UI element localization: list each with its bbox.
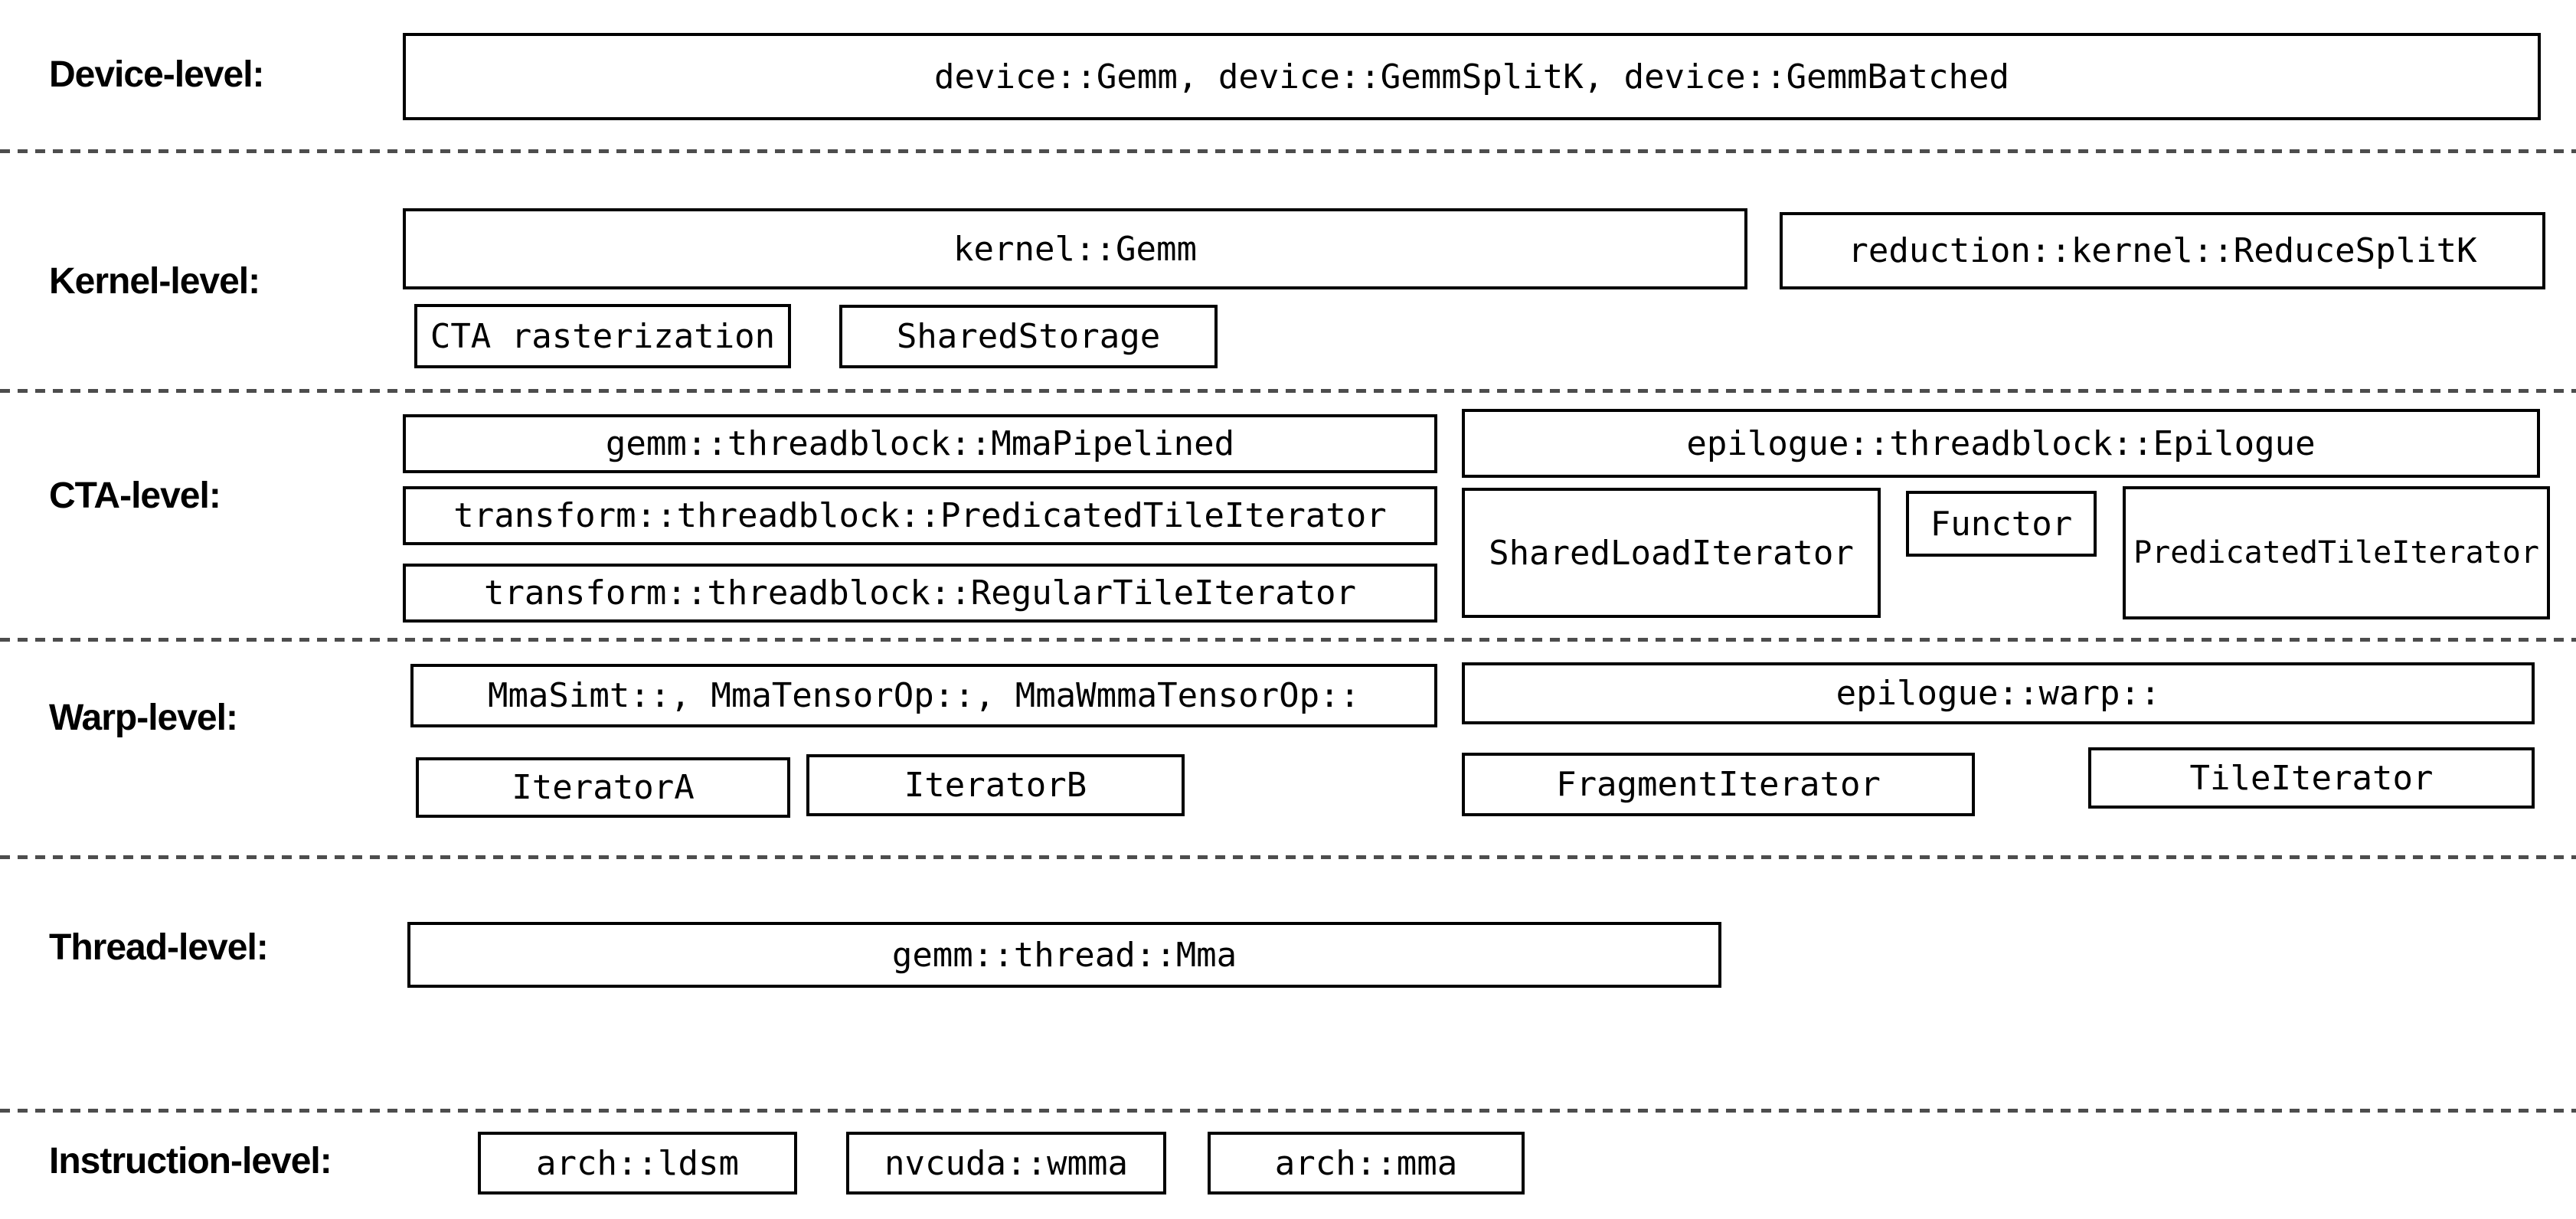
tile-iterator-box: TileIterator bbox=[2088, 747, 2535, 809]
epilogue-warp-box: epilogue::warp:: bbox=[1462, 662, 2535, 724]
shared-storage-box: SharedStorage bbox=[839, 305, 1218, 368]
shared-load-iterator-box: SharedLoadIterator bbox=[1462, 488, 1881, 618]
cta-level-label: CTA-level: bbox=[49, 476, 221, 516]
divider-cta-warp bbox=[0, 638, 2576, 642]
device-gemm-box: device::Gemm, device::GemmSplitK, device… bbox=[403, 33, 2541, 120]
iterator-a-box: IteratorA bbox=[416, 757, 790, 818]
epilogue-predicated-tile-iterator-box: PredicatedTileIterator bbox=[2123, 486, 2550, 619]
functor-box: Functor bbox=[1906, 491, 2097, 557]
transform-predicated-tile-iterator-box: transform::threadblock::PredicatedTileIt… bbox=[403, 486, 1437, 545]
arch-mma-box: arch::mma bbox=[1208, 1132, 1525, 1194]
divider-device-kernel bbox=[0, 149, 2576, 153]
thread-level-label: Thread-level: bbox=[49, 927, 269, 968]
iterator-b-box: IteratorB bbox=[806, 754, 1185, 816]
warp-level-label: Warp-level: bbox=[49, 698, 238, 738]
epilogue-threadblock-box: epilogue::threadblock::Epilogue bbox=[1462, 409, 2540, 478]
thread-mma-box: gemm::thread::Mma bbox=[407, 922, 1721, 988]
reduction-kernel-reduce-split-k-box: reduction::kernel::ReduceSplitK bbox=[1780, 212, 2545, 289]
nvcuda-wmma-box: nvcuda::wmma bbox=[846, 1132, 1166, 1194]
cta-rasterization-box: CTA rasterization bbox=[414, 304, 791, 368]
divider-kernel-cta bbox=[0, 389, 2576, 393]
divider-warp-thread bbox=[0, 855, 2576, 859]
warp-mma-variants-box: MmaSimt::, MmaTensorOp::, MmaWmmaTensorO… bbox=[410, 664, 1437, 727]
kernel-level-label: Kernel-level: bbox=[49, 261, 260, 302]
divider-thread-instruction bbox=[0, 1109, 2576, 1113]
device-level-label: Device-level: bbox=[49, 54, 265, 95]
transform-regular-tile-iterator-box: transform::threadblock::RegularTileItera… bbox=[403, 564, 1437, 623]
kernel-gemm-box: kernel::Gemm bbox=[403, 208, 1747, 289]
instruction-level-label: Instruction-level: bbox=[49, 1141, 332, 1181]
arch-ldsm-box: arch::ldsm bbox=[478, 1132, 797, 1194]
mma-pipelined-box: gemm::threadblock::MmaPipelined bbox=[403, 414, 1437, 473]
fragment-iterator-box: FragmentIterator bbox=[1462, 753, 1975, 816]
